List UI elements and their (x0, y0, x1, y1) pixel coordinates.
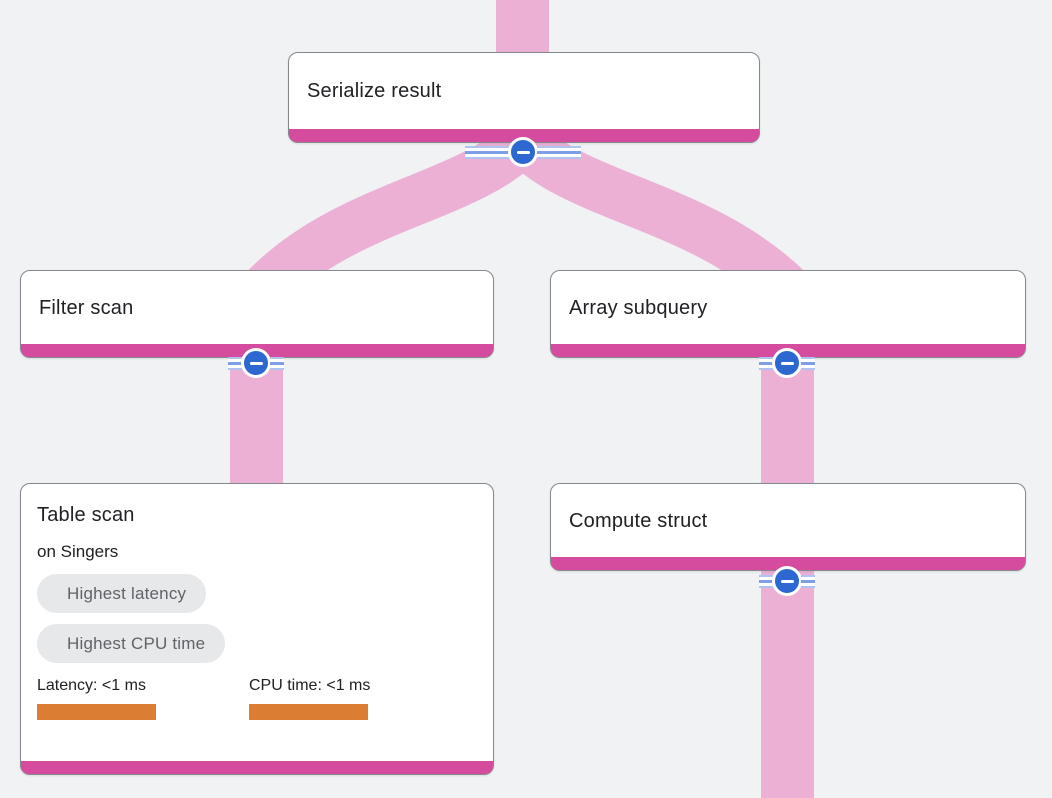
node-title: Array subquery (569, 296, 708, 319)
node-title: Filter scan (39, 296, 134, 319)
node-card-filter-scan[interactable]: Filter scan (20, 270, 494, 358)
node-accent-bar (21, 761, 493, 774)
minus-icon (780, 579, 794, 583)
collapse-stripe-left (465, 145, 509, 159)
minus-icon (249, 361, 263, 365)
collapse-button-filter-scan[interactable] (228, 348, 284, 378)
flow-band-compute-struct-to-child (761, 563, 814, 798)
minus-icon (780, 361, 794, 365)
node-accent-bar (289, 129, 759, 142)
collapse-stripe-left (759, 574, 773, 588)
node-title: Serialize result (307, 80, 442, 102)
node-card-serialize-result[interactable]: Serialize result (288, 52, 760, 143)
node-title: Compute struct (569, 509, 708, 532)
collapse-stripe-left (759, 356, 773, 370)
node-card-array-subquery[interactable]: Array subquery (550, 270, 1026, 358)
collapse-button-serialize-result[interactable] (465, 137, 581, 167)
badge-highest-cpu-time: Highest CPU time (37, 624, 226, 663)
metric-cpu-time-bar (249, 704, 368, 720)
minus-circle-icon (772, 348, 802, 378)
node-subtitle: on Singers (37, 542, 119, 561)
flow-band-parent-to-serialize (496, 0, 549, 58)
node-title: Table scan (37, 504, 135, 526)
metrics-row: Latency: <1 ms CPU time: <1 ms (37, 676, 477, 720)
minus-circle-icon (772, 566, 802, 596)
collapse-stripe-right (270, 356, 284, 370)
minus-icon (516, 150, 530, 154)
minus-circle-icon (241, 348, 271, 378)
flow-band-serialize-to-filter (245, 122, 542, 308)
badge-highest-latency: Highest latency (37, 574, 207, 613)
node-accent-bar (551, 557, 1025, 570)
metric-latency-bar (37, 704, 156, 720)
metric-cpu-time: CPU time: <1 ms (249, 676, 461, 720)
collapse-stripe-right (801, 574, 815, 588)
collapse-stripe-left (228, 356, 242, 370)
minus-circle-icon (508, 137, 538, 167)
flow-band-serialize-to-array-subquery (504, 122, 806, 309)
node-card-compute-struct[interactable]: Compute struct (550, 483, 1026, 571)
collapse-button-array-subquery[interactable] (759, 348, 815, 378)
metric-cpu-time-label: CPU time: <1 ms (249, 677, 371, 694)
collapse-button-compute-struct[interactable] (759, 566, 815, 596)
metric-latency-label: Latency: <1 ms (37, 677, 146, 694)
collapse-stripe-right (801, 356, 815, 370)
node-card-table-scan[interactable]: Table scan on Singers Highest latency Hi… (20, 483, 494, 775)
metric-latency: Latency: <1 ms (37, 676, 249, 720)
collapse-stripe-right (537, 145, 581, 159)
